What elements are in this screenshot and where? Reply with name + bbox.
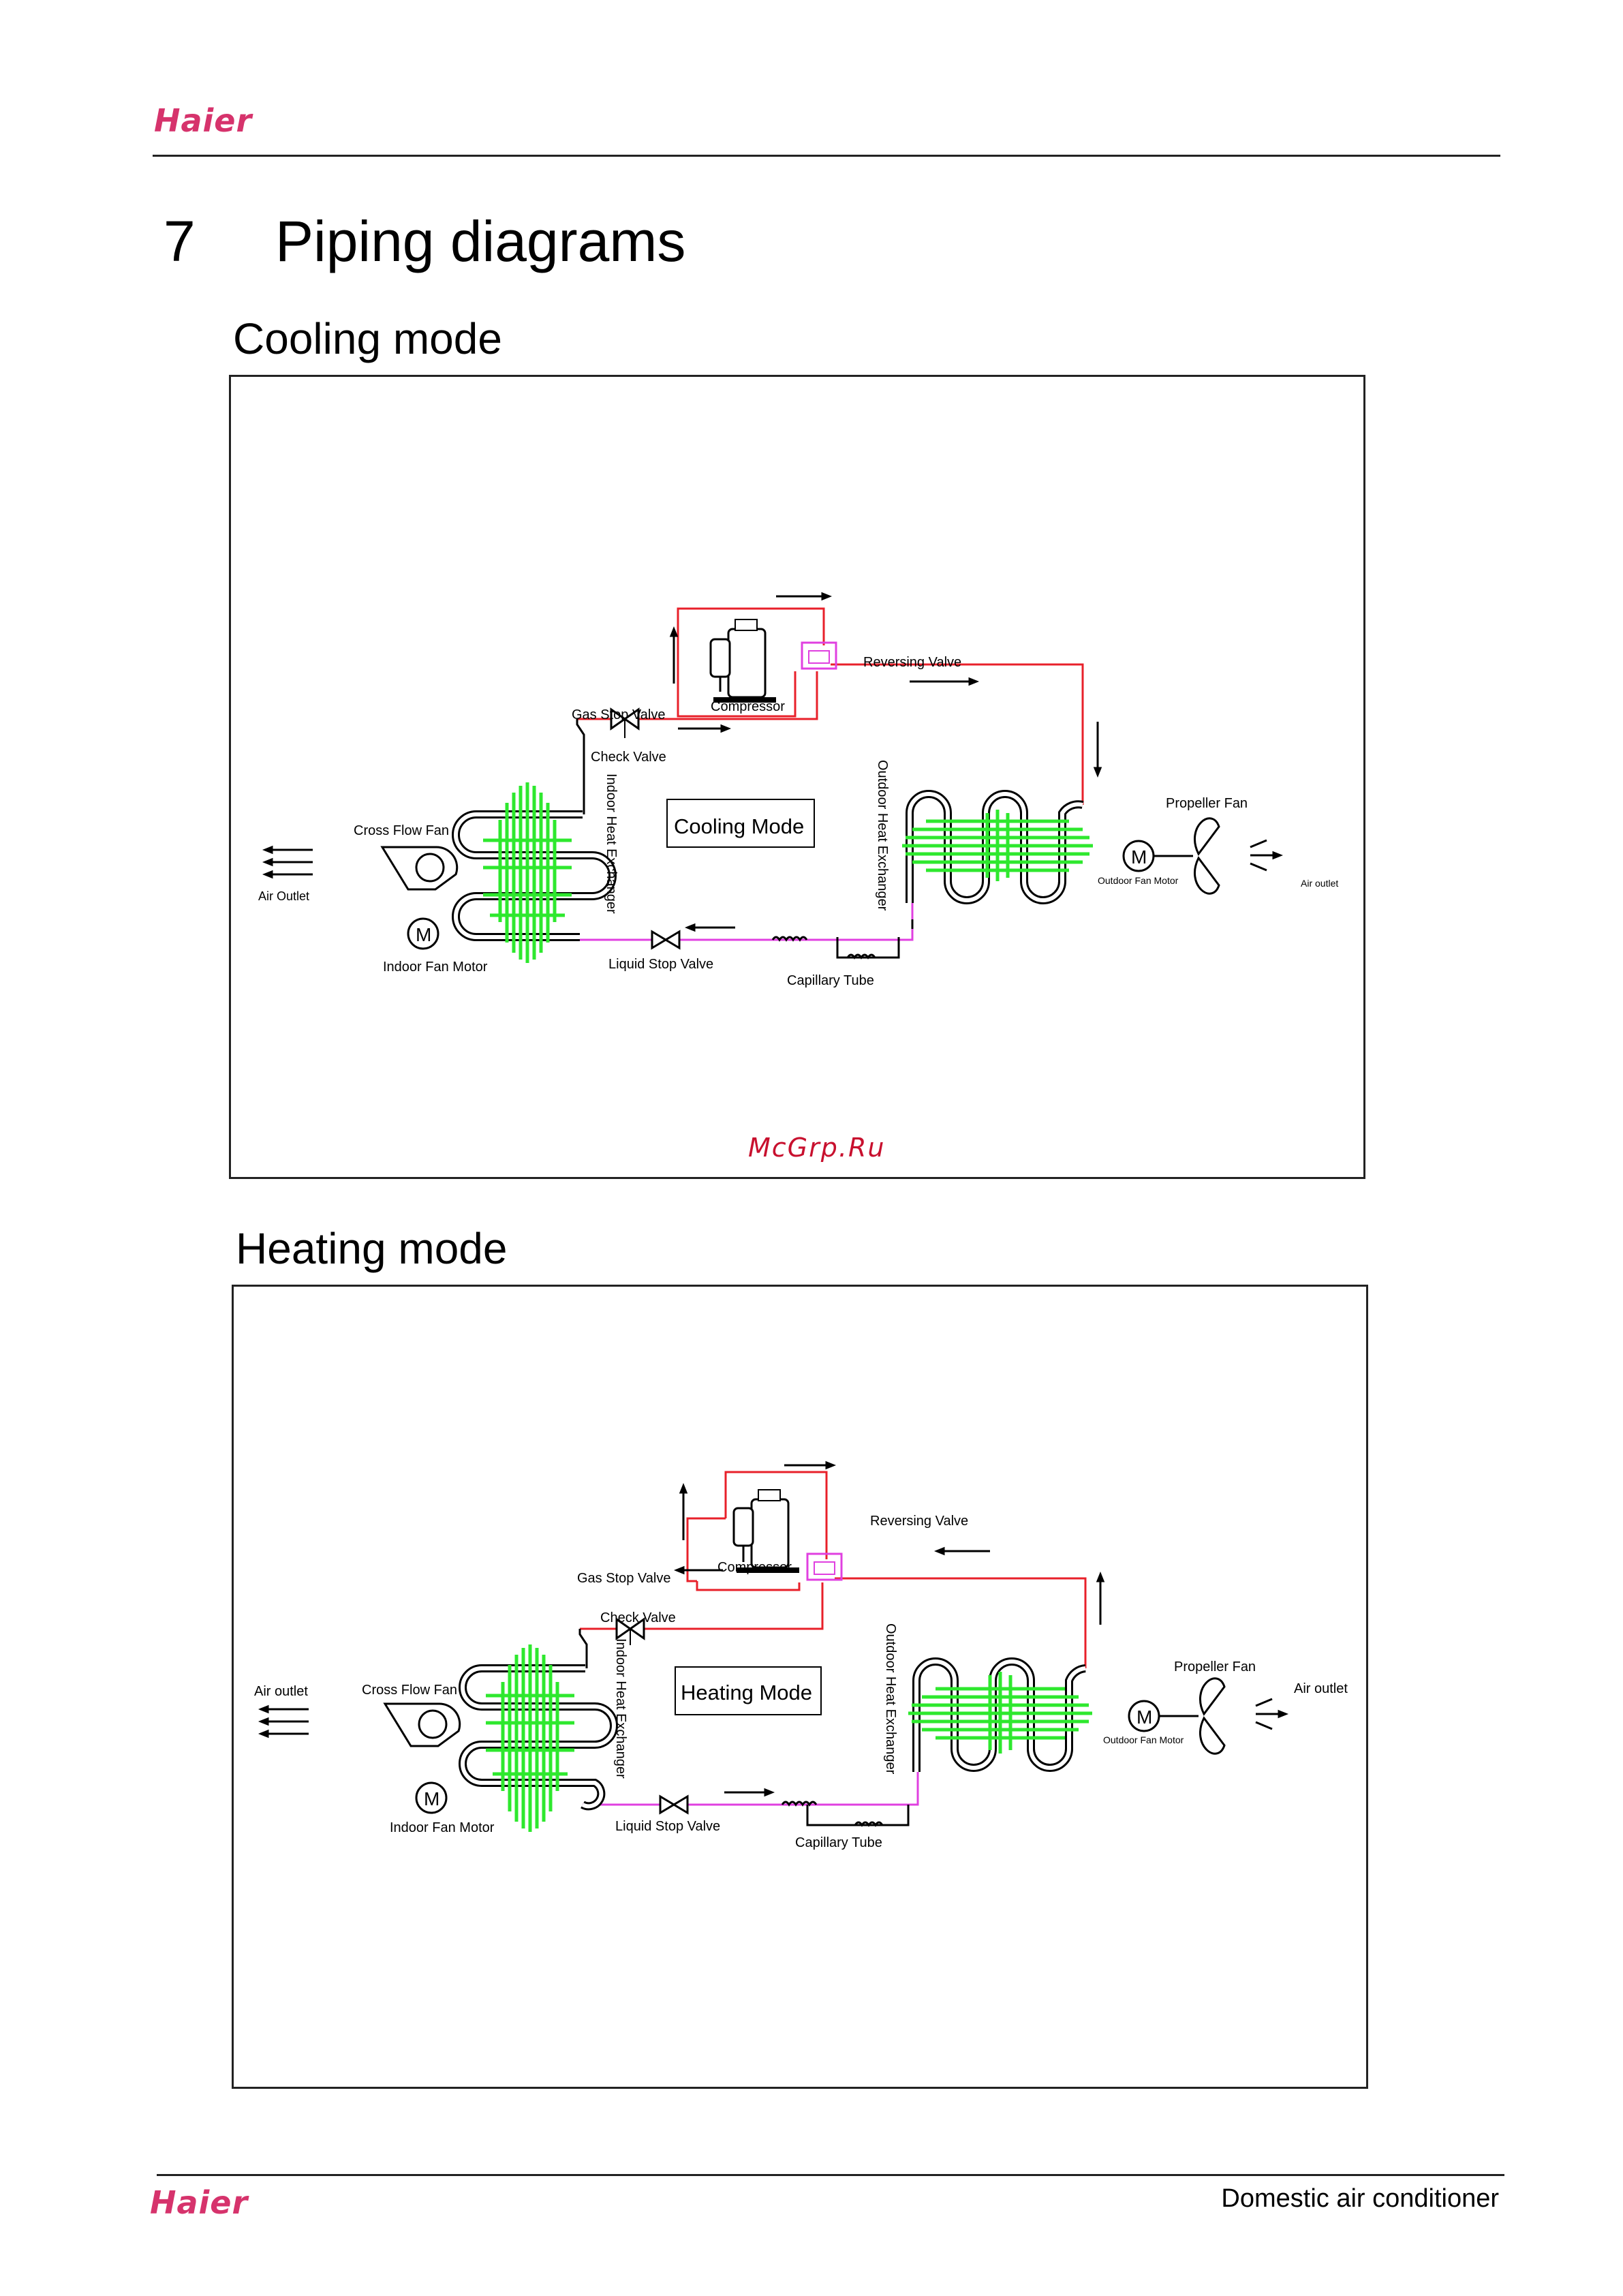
cross-flow-fan-icon — [380, 846, 459, 891]
indoor-motor-symbol: M — [424, 1788, 439, 1809]
haier-logo-top: Haier — [154, 102, 253, 139]
red-pipe-gas-valve — [580, 1582, 824, 1630]
indoor-heat-exchanger-icon — [459, 1664, 618, 1811]
cooling-diagram-frame: M M Cooling Mode — [229, 375, 1365, 1179]
label-check-valve: Check Valve — [591, 750, 666, 765]
liquid-pipe — [580, 903, 914, 941]
heating-mode-heading: Heating mode — [236, 1224, 508, 1273]
cooling-pipes — [576, 607, 1084, 941]
label-air-outlet-right: Air outlet — [1294, 1681, 1348, 1696]
label-indoor-hx: Indoor Heat Exchanger — [604, 774, 619, 914]
label-outdoor-hx: Outdoor Heat Exchanger — [875, 760, 890, 911]
gas-stop-valve-icon — [610, 707, 640, 738]
outdoor-motor-symbol: M — [1137, 1706, 1152, 1728]
label-liquid-stop-valve: Liquid Stop Valve — [615, 1819, 720, 1834]
compressor-icon — [709, 619, 776, 703]
red-pipe-compressor-top — [724, 1471, 828, 1559]
cross-flow-fan-icon — [383, 1702, 461, 1747]
red-pipe-to-outdoor — [831, 663, 1084, 805]
label-indoor-fan-motor: Indoor Fan Motor — [383, 960, 488, 975]
label-reversing-valve: Reversing Valve — [870, 1514, 968, 1529]
label-outdoor-fan-motor: Outdoor Fan Motor — [1098, 875, 1179, 886]
reversing-valve-outer — [801, 641, 837, 670]
label-outdoor-fan-motor: Outdoor Fan Motor — [1103, 1734, 1184, 1745]
label-outdoor-hx: Outdoor Heat Exchanger — [883, 1623, 898, 1775]
label-liquid-stop-valve: Liquid Stop Valve — [608, 957, 713, 972]
label-compressor: Compressor — [711, 699, 785, 714]
label-air-outlet-right: Air outlet — [1301, 878, 1338, 889]
red-pipe-gas-valve — [577, 671, 818, 720]
section-title: Piping diagrams — [275, 209, 686, 273]
label-propeller-fan: Propeller Fan — [1166, 796, 1248, 811]
label-capillary-tube: Capillary Tube — [787, 973, 874, 988]
footer-rule — [157, 2174, 1504, 2176]
outdoor-heat-exchanger-icon — [912, 1657, 1086, 1772]
label-reversing-valve: Reversing Valve — [863, 655, 961, 670]
footer-text: Domestic air conditioner — [1221, 2184, 1499, 2213]
label-capillary-tube: Capillary Tube — [795, 1835, 882, 1850]
outdoor-fins — [902, 810, 1093, 881]
heating-diagram-frame: M M Heating Mode Reversing Valve — [232, 1285, 1368, 2089]
label-gas-stop-valve: Gas Stop Valve — [572, 707, 665, 722]
label-cross-flow-fan: Cross Flow Fan — [354, 823, 449, 838]
heating-piping-diagram: M M Heating Mode Reversing Valve — [254, 1460, 1348, 1850]
outdoor-fins — [908, 1672, 1092, 1754]
outdoor-motor-symbol: M — [1131, 846, 1147, 868]
propeller-fan-icon — [1199, 1677, 1226, 1755]
haier-logo-bottom: Haier — [150, 2184, 249, 2221]
label-propeller-fan: Propeller Fan — [1174, 1659, 1256, 1674]
gas-pipe-indoor — [578, 1629, 588, 1668]
reversing-valve-inner — [808, 650, 830, 664]
reversing-valve-outer — [806, 1552, 843, 1581]
label-air-outlet-left: Air Outlet — [258, 889, 309, 903]
capillary-tube-icon — [781, 1801, 910, 1827]
red-pipe-from-outdoor — [835, 1577, 1087, 1668]
red-pipe-compressor-loop — [686, 1517, 726, 1582]
flow-arrows — [258, 1460, 1289, 1797]
cooling-piping-diagram: M M Cooling Mode — [258, 592, 1338, 988]
label-indoor-hx: Indoor Heat Exchanger — [613, 1638, 628, 1779]
heating-pipes — [578, 1471, 1087, 1806]
reversing-valve-inner — [814, 1561, 835, 1575]
liquid-pipe — [583, 1772, 919, 1806]
label-air-outlet-left: Air outlet — [254, 1684, 308, 1699]
outdoor-heat-exchanger-icon — [906, 790, 1084, 904]
liquid-stop-valve-icon — [659, 1794, 689, 1815]
label-indoor-fan-motor: Indoor Fan Motor — [390, 1820, 495, 1835]
red-pipe-return — [677, 664, 797, 718]
capillary-tube-icon — [771, 936, 900, 960]
propeller-fan-icon — [1194, 817, 1220, 895]
indoor-fan-motor-icon — [415, 1781, 448, 1814]
section-number: 7 — [164, 209, 196, 273]
indoor-fins — [486, 1644, 574, 1832]
cooling-mode-box-label: Cooling Mode — [674, 814, 804, 838]
label-check-valve: Check Valve — [600, 1610, 676, 1625]
watermark: McGrp.Ru — [748, 1133, 886, 1163]
outdoor-fan-motor-icon — [1128, 1700, 1199, 1732]
liquid-stop-valve-icon — [651, 930, 681, 950]
gas-pipe-indoor — [576, 719, 585, 814]
indoor-fins — [483, 782, 572, 963]
cooling-mode-box — [666, 799, 815, 848]
heating-mode-box — [675, 1666, 822, 1715]
outdoor-fan-motor-icon — [1122, 840, 1193, 872]
indoor-fan-motor-icon — [407, 917, 439, 950]
indoor-motor-symbol: M — [416, 924, 431, 945]
red-pipe-return — [696, 1581, 801, 1591]
header-rule — [153, 155, 1500, 157]
label-gas-stop-valve: Gas Stop Valve — [577, 1571, 670, 1586]
indoor-heat-exchanger-icon — [452, 810, 617, 941]
label-cross-flow-fan: Cross Flow Fan — [362, 1683, 457, 1698]
compressor-icon — [732, 1489, 799, 1573]
gas-stop-valve-icon — [615, 1617, 645, 1645]
flow-arrows — [262, 592, 1284, 932]
label-compressor: Compressor — [717, 1560, 792, 1575]
heating-mode-box-label: Heating Mode — [681, 1681, 812, 1704]
cooling-mode-heading: Cooling mode — [233, 314, 502, 363]
